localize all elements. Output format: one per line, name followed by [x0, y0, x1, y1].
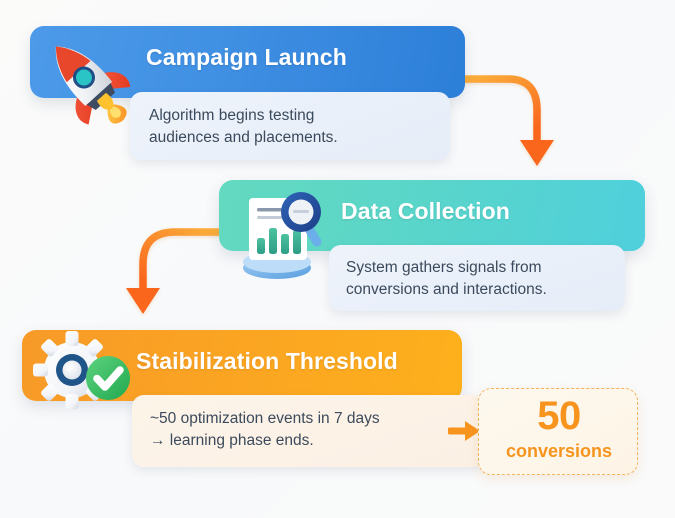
step1-description-line2: audiences and placements. — [149, 128, 338, 146]
step3-description-line2: → learning phase ends. — [150, 431, 314, 449]
bar-chart-magnifier-icon — [231, 186, 331, 282]
step3-description: ~50 optimization events in 7 days → lear… — [132, 395, 484, 467]
badge-arrow-icon — [448, 421, 480, 441]
arrow-step2-to-step3 — [126, 228, 225, 314]
step2-description: System gathers signals from conversions … — [329, 245, 625, 311]
badge-label: conversions — [505, 441, 613, 461]
step1-description: Algorithm begins testing audiences and p… — [130, 92, 450, 160]
step2-title: Data Collection — [341, 198, 510, 224]
badge-number: 50 — [537, 394, 581, 438]
conversions-badge: 50 conversions — [478, 388, 638, 475]
step1-title: Campaign Launch — [146, 44, 347, 70]
rocket-icon — [36, 28, 140, 136]
gear-check-icon — [28, 328, 132, 412]
step2-description-line2: conversions and interactions. — [346, 280, 547, 298]
step3-title: Staibilization Threshold — [136, 348, 398, 374]
step3-description-line1: ~50 optimization events in 7 days — [150, 410, 380, 427]
step2-description-line1: System gathers signals from — [346, 259, 542, 276]
step1-description-line1: Algorithm begins testing — [149, 107, 315, 124]
arrow-step1-to-step2 — [459, 75, 554, 166]
